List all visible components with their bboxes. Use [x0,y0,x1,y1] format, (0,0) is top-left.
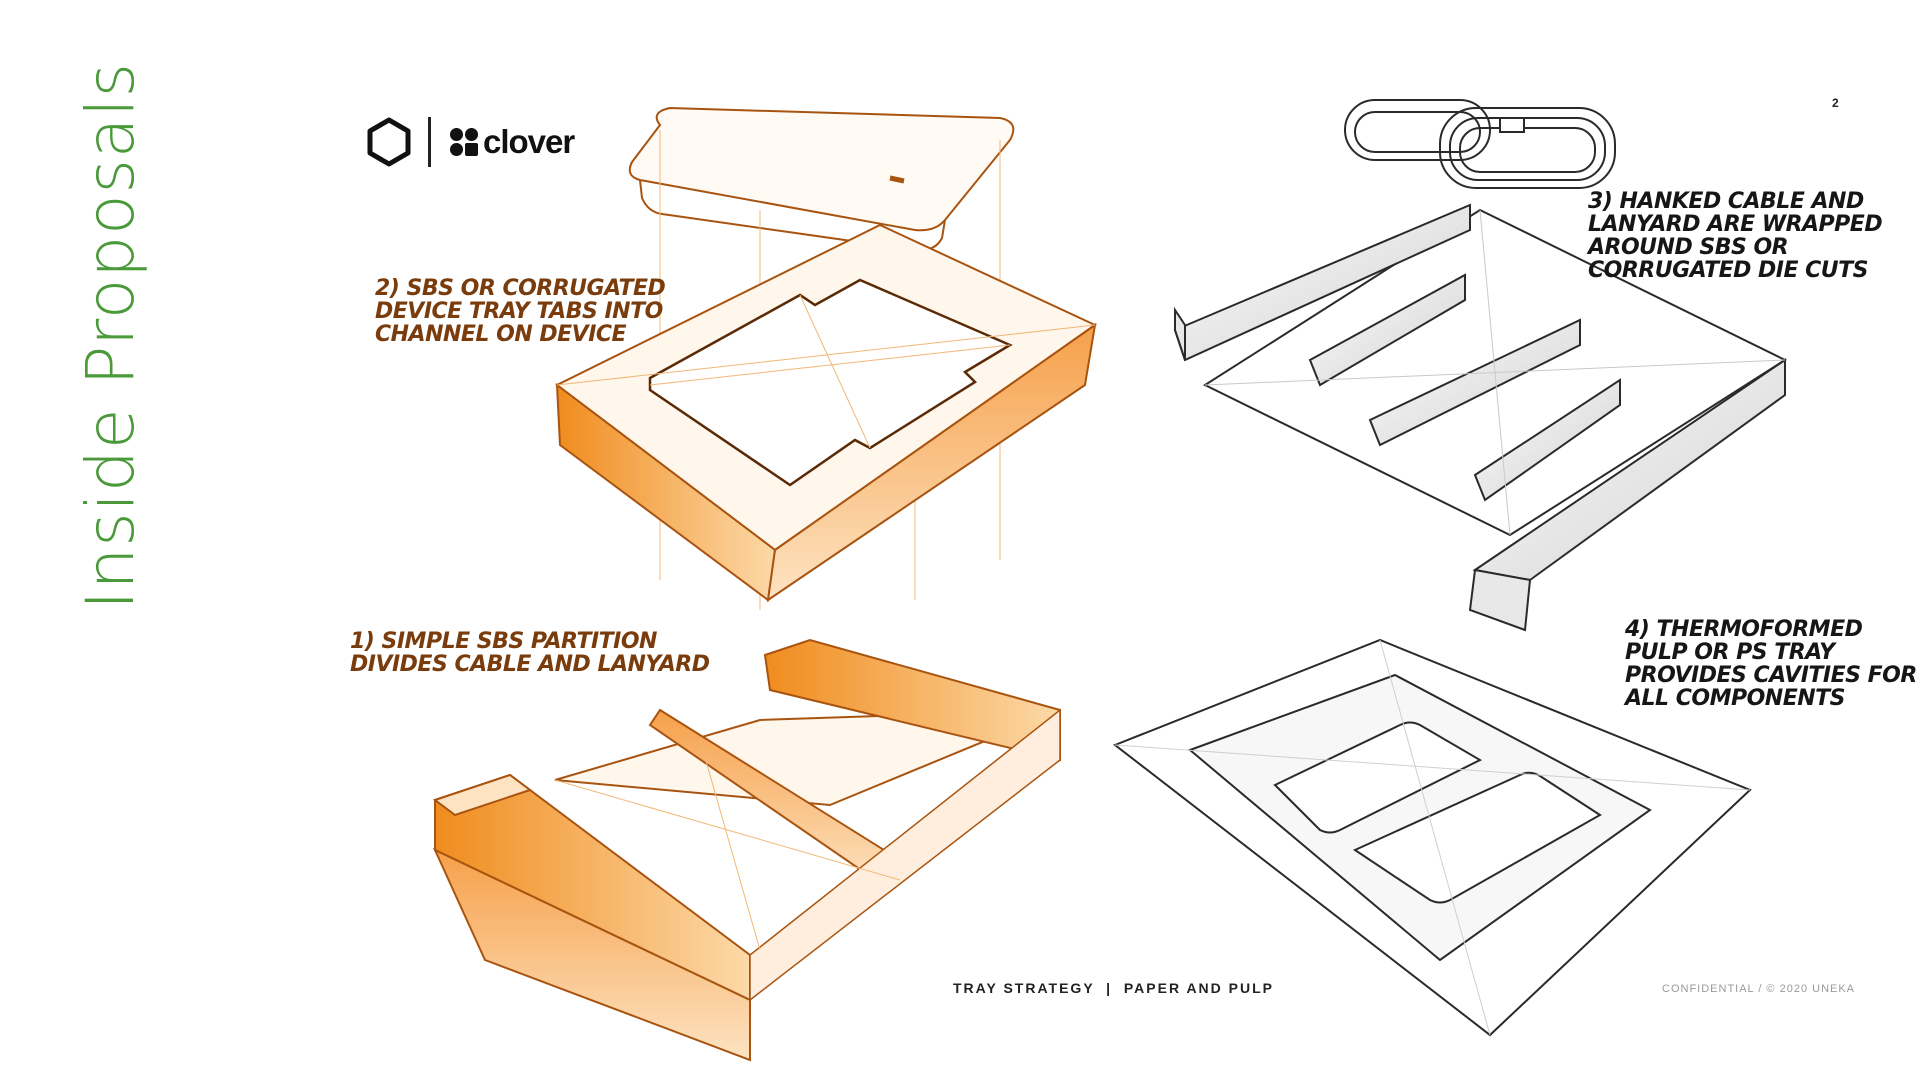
clover-wordmark: clover [483,123,575,160]
clover-logo-icon [450,128,478,156]
note-hanked-cable: 3) Hanked cable and lanyard are wrapped … [1588,189,1883,283]
footer-section-label: TRAY STRATEGY | PAPER AND PULP [953,980,1274,996]
die-cut-tray-sketch [1173,203,1788,632]
footer-confidential: CONFIDENTIAL / © 2020 UNEKA [1662,983,1856,995]
logo-row: clover [366,114,575,170]
brand-separator [428,117,431,167]
simple-partition-sketch [432,638,1061,1062]
note-thermoformed: 4) Thermoformed pulp or PS tray provides… [1625,617,1917,711]
device-tray-sketch [555,223,1097,603]
note-simple-partition: 1) Simple SBS partition divides cable an… [350,629,710,677]
page-number: 2 [1832,96,1839,110]
note-device-tray: 2) SBS or corrugated device tray tabs in… [375,276,666,347]
thermoformed-tray-sketch [1112,638,1752,1037]
hanked-cable-sketch [1344,99,1616,189]
hexagon-logo-icon [367,117,411,167]
